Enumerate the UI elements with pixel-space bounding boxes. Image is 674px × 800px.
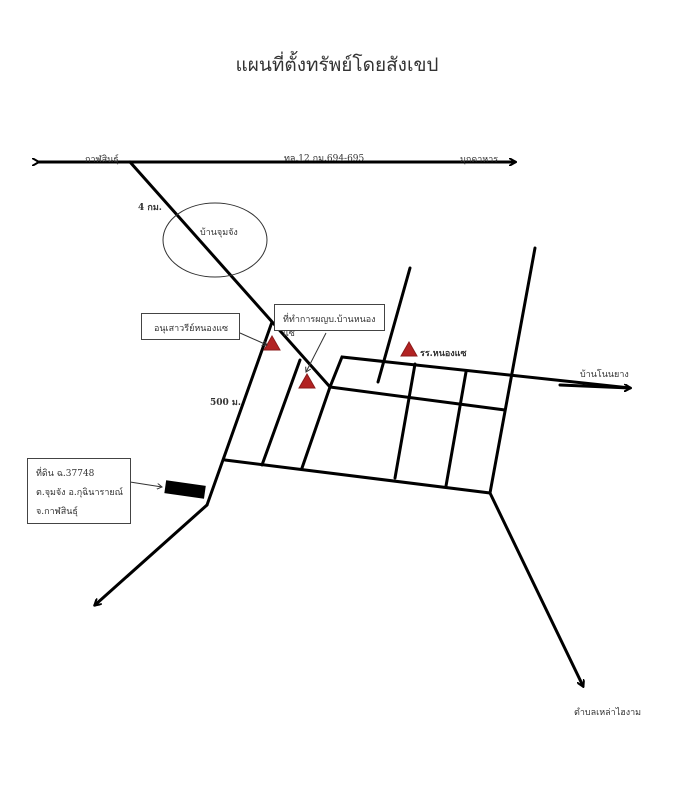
label-kalasin: กาฬสินธุ์ <box>85 155 119 165</box>
land-deed: ที่ดิน ฉ.37748 <box>36 469 95 479</box>
land-district: ต.จุมจัง อ.กุฉินารายณ์ <box>36 488 124 498</box>
monument-callout: อนุเสาวรีย์หนองแซ <box>141 313 240 340</box>
inner-road <box>328 385 507 412</box>
label-mukdahan: มุกดาหาร <box>460 155 499 165</box>
lower-road <box>223 458 492 495</box>
ban-chumchang-area <box>162 202 268 278</box>
road-to-nongsae <box>128 160 332 389</box>
land-info-box: ที่ดิน ฉ.37748 ต.จุมจัง อ.กุฉินารายณ์ จ.… <box>27 458 131 524</box>
school-marker <box>400 340 418 357</box>
village-office-callout: ที่ทำการผญบ.บ้านหนองแซ <box>274 304 385 339</box>
label-ban-nonyang: บ้านโนนยาง <box>580 370 629 380</box>
land-province: จ.กาฬสินธุ์ <box>36 507 78 517</box>
label-school: รร.หนองแซ <box>420 349 467 359</box>
monument-marker <box>263 334 281 351</box>
road-to-ban-nonyang <box>300 355 632 470</box>
label-500m: 500 ม. <box>210 398 241 408</box>
label-tambon-destination: ตำบลเหล่าไฮงาม <box>574 708 642 718</box>
label-highway: ทล.12 กม.694-695 <box>284 154 365 164</box>
label-ban-chumchang: บ้านจุมจัง <box>200 228 238 238</box>
road-to-laohaingam <box>488 491 583 686</box>
village-office-marker <box>298 372 316 389</box>
label-4km: 4 กม. <box>138 203 162 213</box>
land-parcel <box>164 480 206 499</box>
map-title: แผนที่ตั้งทรัพย์โดยสังเขป <box>235 54 439 76</box>
